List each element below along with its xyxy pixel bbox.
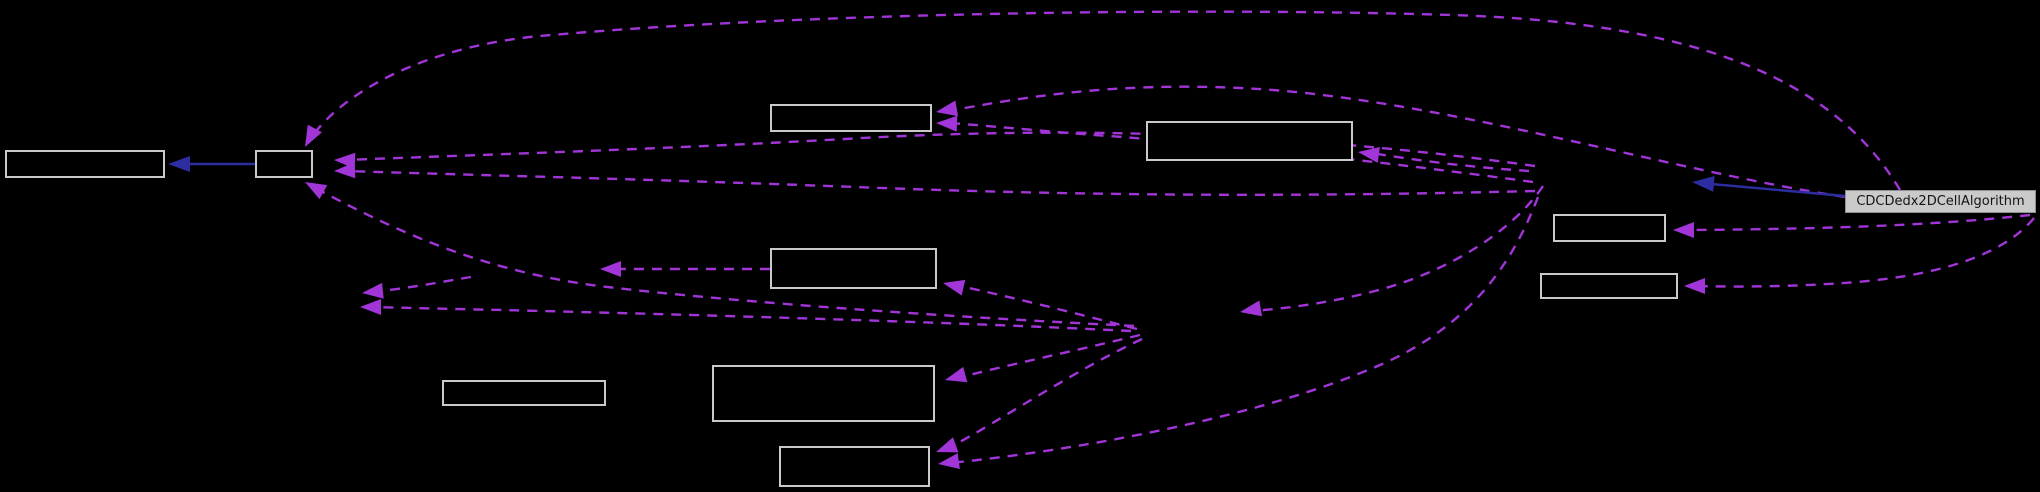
usage-edge-to-topmid-upper	[947, 85, 1846, 199]
class-node-top-middle[interactable]	[770, 104, 932, 132]
usage-arrowhead	[1240, 300, 1263, 317]
usage-edge-long-left	[371, 305, 1132, 333]
usage-arrowhead	[1358, 147, 1380, 163]
usage-arrowhead	[938, 453, 960, 469]
usage-arrowhead	[305, 182, 328, 200]
usage-arrowhead	[1684, 278, 1705, 294]
usage-arrowhead	[936, 100, 959, 117]
usage-edge-to-midright	[1371, 151, 1530, 173]
usage-edge-wrap-to-right-upper	[1684, 213, 2031, 232]
class-node-bottom-small[interactable]	[779, 446, 930, 487]
class-node-left-small[interactable]	[255, 150, 313, 178]
usage-edge-to-bottom-small-upper	[947, 337, 1143, 451]
usage-edge-top-arc	[307, 10, 1902, 191]
usage-arrowhead	[945, 366, 968, 383]
usage-arrowhead	[936, 115, 958, 132]
class-node-mid-right[interactable]	[1146, 121, 1353, 161]
class-node-left-large[interactable]	[5, 150, 165, 178]
usage-arrowhead	[362, 282, 384, 299]
usage-edge-to-middle-box	[954, 283, 1138, 331]
usage-arrowhead	[600, 261, 621, 277]
class-node-right-lower[interactable]	[1540, 273, 1678, 299]
inheritance-arrowhead	[168, 156, 190, 172]
usage-edge-to-bottom-large	[956, 333, 1141, 380]
inheritance-edge-current	[1699, 181, 1846, 198]
usage-edge-mid-short	[373, 275, 472, 294]
usage-edge-wrap-to-right-lower	[1695, 217, 2035, 288]
current-class-node: CDCDedx2DCellAlgorithm	[1845, 190, 2036, 213]
usage-arrowhead	[360, 299, 381, 315]
usage-arrowhead	[943, 279, 966, 296]
usage-arrowhead	[334, 162, 356, 179]
usage-edge-sweep-to-bottom-small	[949, 196, 1540, 465]
class-node-right-upper[interactable]	[1553, 214, 1666, 242]
usage-arrowhead	[305, 124, 322, 147]
usage-edge-long-to-small-upper	[345, 131, 1536, 168]
usage-edge-long-to-small-lower	[345, 169, 1536, 196]
usage-arrowhead	[1673, 222, 1694, 238]
usage-arrowhead	[936, 437, 959, 453]
class-node-bottom-left[interactable]	[442, 380, 606, 406]
class-node-bottom-large[interactable]	[712, 365, 935, 422]
usage-edge-to-small-corner	[311, 184, 1135, 328]
inheritance-arrowhead	[1692, 175, 1715, 192]
usage-edge-hub-to-hub	[1251, 185, 1544, 313]
class-node-middle[interactable]	[770, 248, 937, 289]
